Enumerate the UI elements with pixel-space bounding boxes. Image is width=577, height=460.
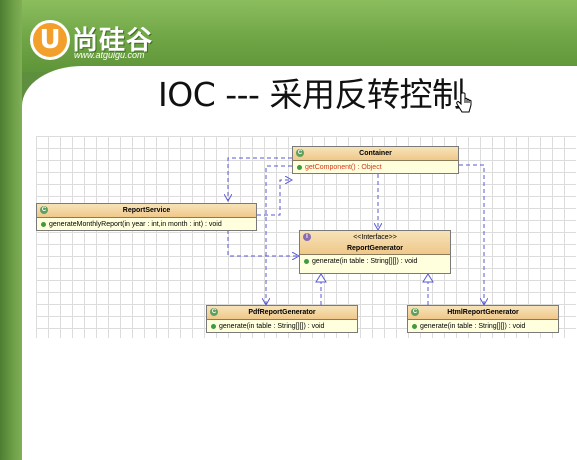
class-operation: generate(in table : String[][]) : void xyxy=(207,320,357,333)
interface-name: ReportGenerator xyxy=(346,245,403,252)
class-header: C Container xyxy=(293,147,458,161)
interface-stereotype: <<Interface>> xyxy=(353,234,397,241)
uml-class-htmlreportgenerator[interactable]: C HtmlReportGenerator generate(in table … xyxy=(407,305,559,333)
interface-kind-icon: I xyxy=(303,233,311,241)
class-kind-icon: C xyxy=(296,149,304,157)
slide-title: IOC --- 采用反转控制 xyxy=(158,75,465,114)
class-name: HtmlReportGenerator xyxy=(447,309,519,316)
class-operation: getComponent() : Object xyxy=(293,161,458,174)
slide-left-frame xyxy=(0,0,22,460)
dependency-container-to-pdf xyxy=(266,165,292,305)
interface-operation: generate(in table : String[][]) : void xyxy=(300,255,450,268)
class-operation: generate(in table : String[][]) : void xyxy=(408,320,558,333)
public-method-icon xyxy=(304,259,309,264)
public-method-icon xyxy=(412,324,417,329)
class-name: Container xyxy=(359,150,392,157)
realization-arrowhead-pdf xyxy=(315,273,327,283)
realization-arrowhead-html xyxy=(422,273,434,283)
logo-u-icon: U xyxy=(30,20,70,60)
class-name: ReportService xyxy=(122,207,171,214)
operation-signature: getComponent() : Object xyxy=(305,164,382,171)
dependency-container-to-reportservice xyxy=(228,157,292,201)
hand-cursor-icon xyxy=(456,92,472,113)
class-header: C HtmlReportGenerator xyxy=(408,306,558,320)
uml-class-reportservice[interactable]: C ReportService generateMonthlyReport(in… xyxy=(36,203,257,231)
public-method-icon xyxy=(41,222,46,227)
uml-class-container[interactable]: C Container getComponent() : Object xyxy=(292,146,459,174)
dependency-reportservice-to-generator xyxy=(227,230,299,256)
brand-name: 尚硅谷 xyxy=(72,26,154,56)
operation-signature: generate(in table : String[][]) : void xyxy=(312,258,418,265)
dependency-reportservice-to-container xyxy=(257,180,292,216)
uml-class-pdfreportgenerator[interactable]: C PdfReportGenerator generate(in table :… xyxy=(206,305,358,333)
operation-signature: generate(in table : String[][]) : void xyxy=(219,323,325,330)
class-kind-icon: C xyxy=(210,308,218,316)
class-name: PdfReportGenerator xyxy=(248,309,316,316)
uml-interface-reportgenerator[interactable]: I <<Interface>> ReportGenerator generate… xyxy=(299,230,451,274)
slide-header-band xyxy=(0,0,577,72)
public-method-icon xyxy=(211,324,216,329)
class-header: C ReportService xyxy=(37,204,256,218)
class-operation: generateMonthlyReport(in year : int,in m… xyxy=(37,218,256,231)
interface-header: I <<Interface>> ReportGenerator xyxy=(300,231,450,255)
class-kind-icon: C xyxy=(411,308,419,316)
class-kind-icon: C xyxy=(40,206,48,214)
brand-url: www.atguigu.com xyxy=(74,50,145,60)
operation-signature: generateMonthlyReport(in year : int,in m… xyxy=(49,221,222,228)
dependency-container-to-html xyxy=(459,164,484,305)
class-header: C PdfReportGenerator xyxy=(207,306,357,320)
operation-signature: generate(in table : String[][]) : void xyxy=(420,323,526,330)
public-method-icon xyxy=(297,165,302,170)
